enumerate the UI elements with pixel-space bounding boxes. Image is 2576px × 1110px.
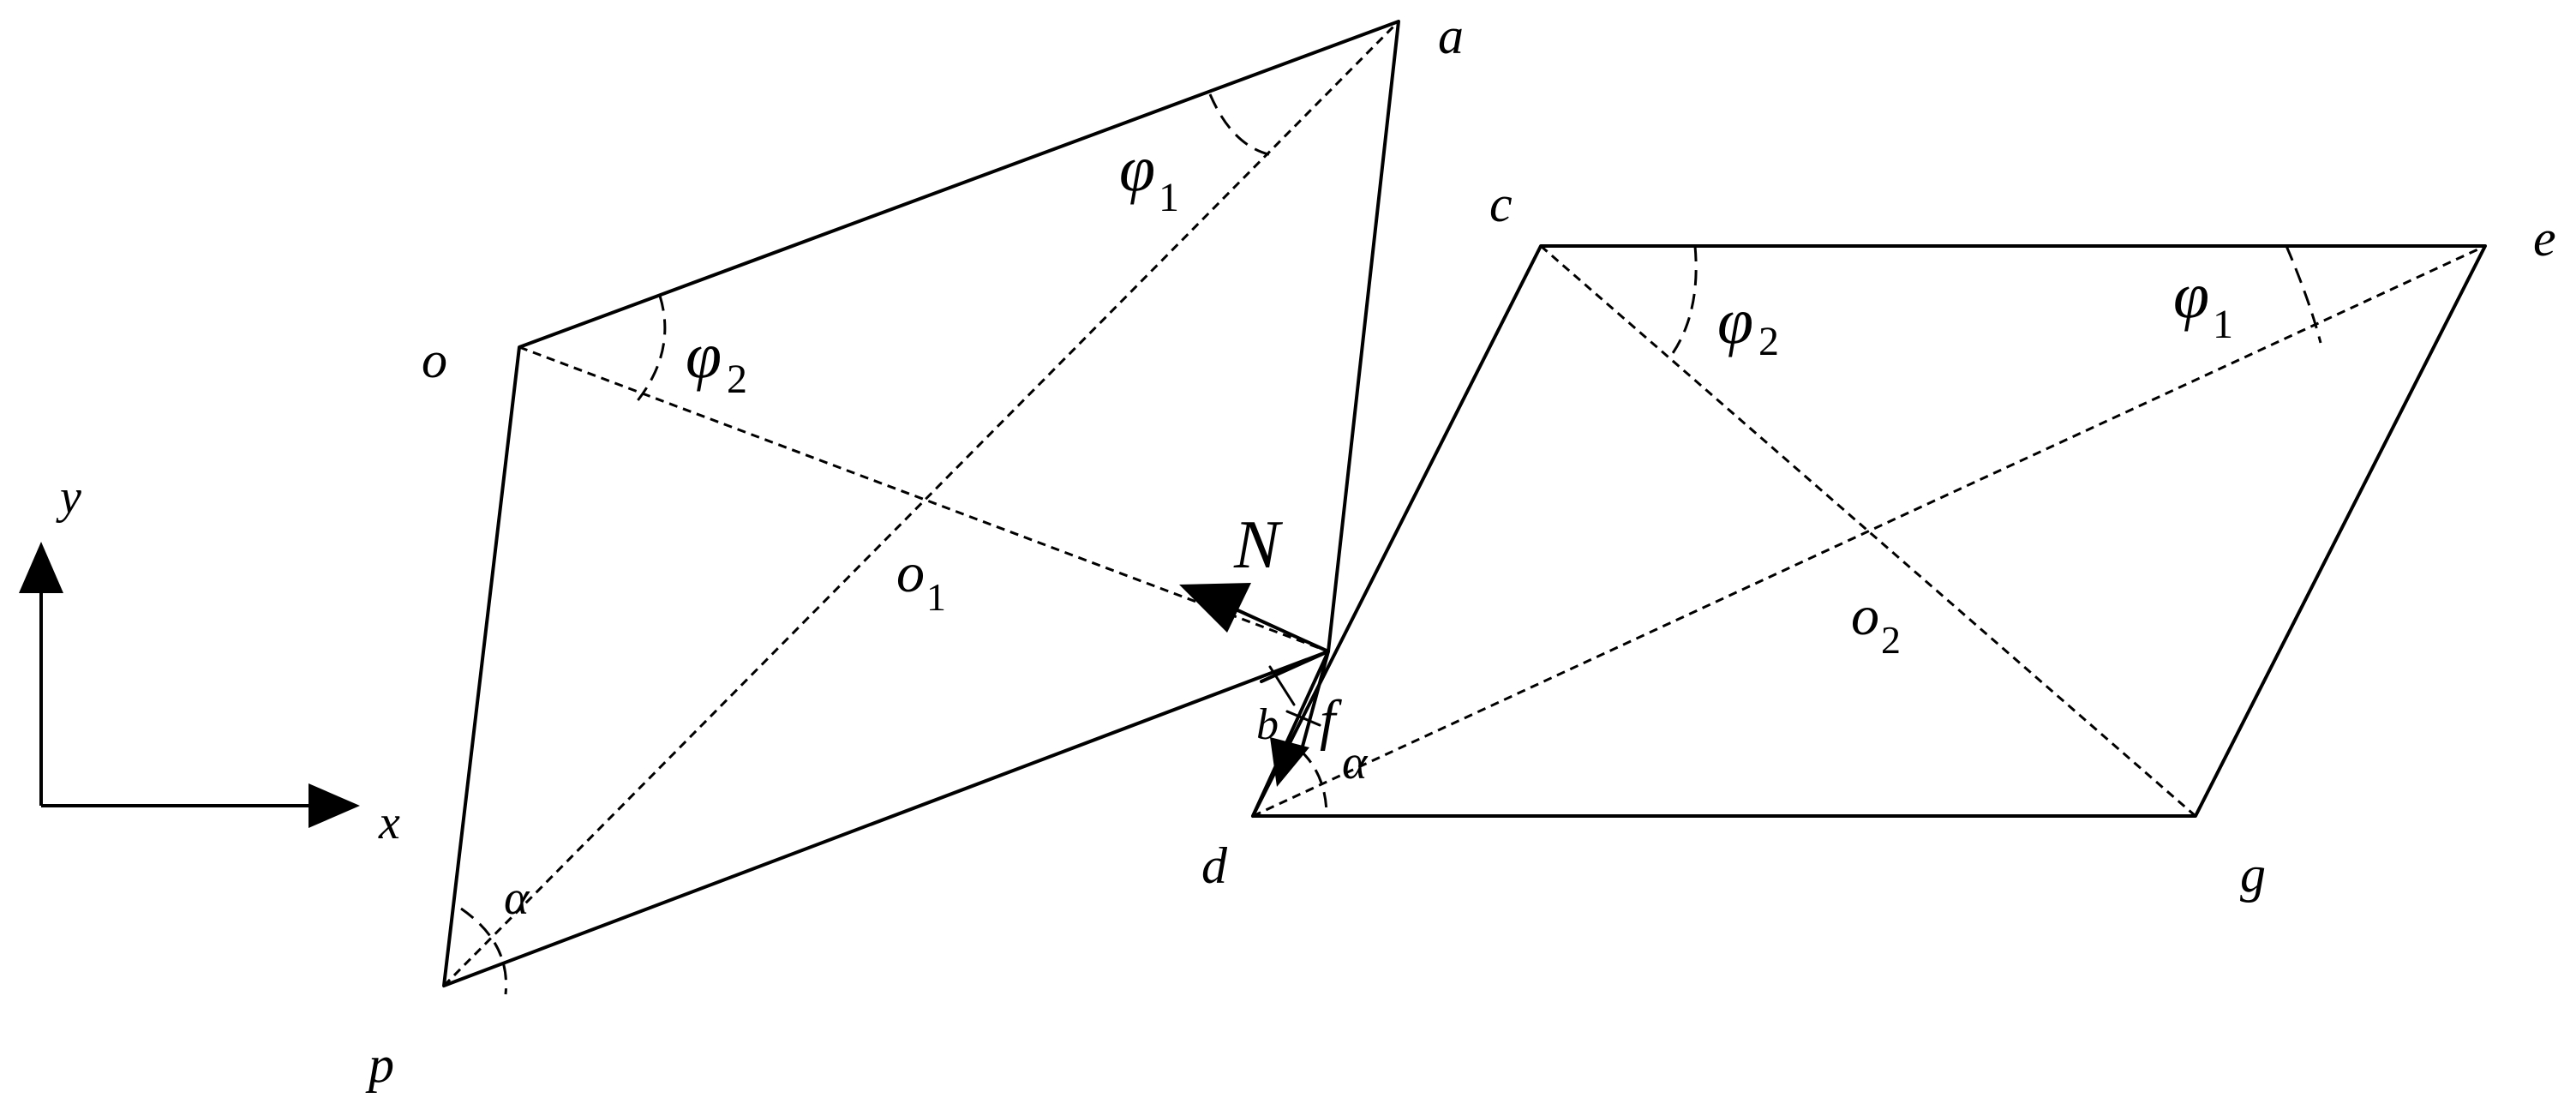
- right-diagonal-de: [1252, 244, 2486, 818]
- arc-phi1-right: [2285, 245, 2322, 344]
- phi1-left-base: φ: [1119, 133, 1155, 205]
- left-parallelogram: [442, 20, 1400, 987]
- center-o1-base: o: [896, 542, 925, 604]
- vertex-labels: a o p b c e d g f N: [365, 8, 2556, 1093]
- phi2-left-base: φ: [686, 320, 722, 392]
- left-diagonal-pa: [442, 20, 1400, 987]
- y-axis-arrowhead: [19, 542, 63, 593]
- vertex-label-b: b: [1256, 700, 1279, 749]
- phi1-right-sub: 1: [2213, 302, 2233, 347]
- vertex-label-a: a: [1438, 8, 1464, 64]
- phi1-left-sub: 1: [1159, 175, 1179, 220]
- angle-label-phi1-left: φ1: [1119, 133, 1179, 220]
- y-axis-label: y: [56, 471, 81, 524]
- center-o2-base: o: [1851, 585, 1879, 647]
- arc-phi2-left: [634, 295, 667, 404]
- angle-label-alpha-right: α: [1342, 736, 1369, 789]
- phi2-right-base: φ: [1717, 285, 1753, 357]
- x-axis-label: x: [378, 796, 400, 849]
- arc-alpha-left: [460, 907, 508, 995]
- phi2-right-sub: 2: [1758, 319, 1779, 364]
- force-label-f: f: [1320, 689, 1342, 752]
- force-n-shaft: [1232, 607, 1330, 653]
- vertex-label-g: g: [2240, 846, 2266, 903]
- angle-arcs: [460, 93, 2322, 995]
- vertex-label-c: c: [1489, 176, 1513, 232]
- center-label-o2: o2: [1851, 585, 1901, 662]
- center-label-o1: o1: [896, 542, 946, 619]
- contact-tick: [1268, 665, 1296, 706]
- right-parallelogram: [1251, 244, 2487, 818]
- left-diagonal-ob: [518, 345, 1329, 653]
- vertex-label-e: e: [2533, 210, 2556, 267]
- phi1-right-base: φ: [2173, 260, 2209, 332]
- right-left-edge-extension: [1251, 650, 1330, 818]
- angle-label-alpha-left: α: [504, 872, 530, 925]
- vertex-label-p: p: [365, 1036, 394, 1093]
- center-labels: o1 o2: [896, 542, 1901, 662]
- arc-alpha-right: [1299, 749, 1328, 817]
- force-f-arrowhead: [1270, 737, 1309, 787]
- coordinate-axes: y x: [19, 471, 400, 849]
- vertex-label-o: o: [422, 332, 447, 388]
- force-label-n: N: [1233, 507, 1284, 583]
- center-o1-sub: 1: [926, 575, 946, 619]
- arc-phi1-left: [1208, 93, 1278, 158]
- center-o2-sub: 2: [1881, 618, 1901, 662]
- force-n-arrowhead: [1179, 583, 1251, 633]
- phi2-left-sub: 2: [727, 357, 747, 402]
- angle-label-phi1-right: φ1: [2173, 260, 2233, 347]
- x-axis-arrowhead: [309, 783, 360, 828]
- arc-phi2-right: [1669, 245, 1698, 357]
- vertex-label-d: d: [1201, 837, 1228, 894]
